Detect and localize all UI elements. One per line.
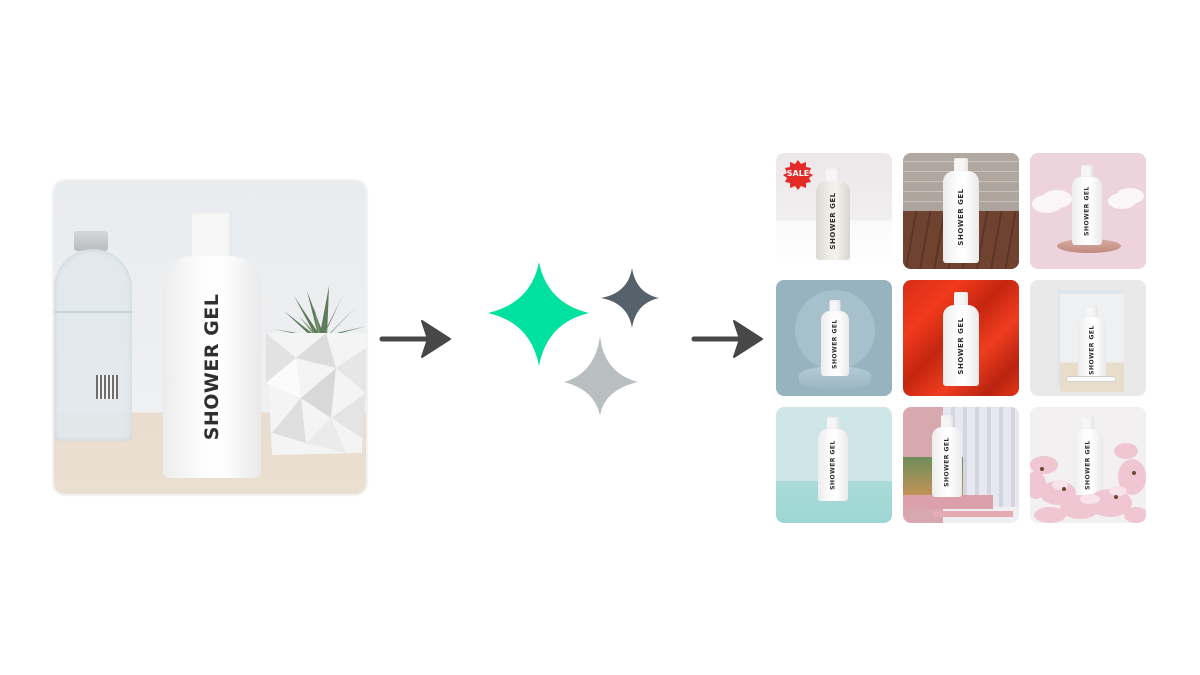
bottle-label: SHOWER GEL	[201, 293, 223, 441]
shower-gel-bottle: SHOWER GEL	[821, 300, 849, 376]
sale-badge: SALE	[783, 160, 813, 190]
shower-gel-bottle: SHOWER GEL	[818, 417, 848, 501]
shower-gel-bottle: SHOWER GEL	[1073, 417, 1103, 501]
shower-gel-bottle: SHOWER GEL	[163, 212, 261, 478]
arrow-right-icon	[379, 320, 451, 358]
arrow-right-icon	[691, 320, 763, 358]
generated-image-tile[interactable]: SHOWER GEL	[1030, 407, 1146, 523]
input-product-photo: SHOWER GEL	[54, 181, 366, 494]
search-bar	[1066, 376, 1116, 382]
generated-image-tile[interactable]: SALE SHOWER GEL	[776, 153, 892, 269]
shower-gel-bottle: SHOWER GEL	[932, 415, 962, 497]
barcode-icon	[96, 375, 118, 399]
generated-image-tile[interactable]: SHOWER GEL	[1030, 280, 1146, 396]
shower-gel-bottle: SHOWER GEL	[943, 292, 979, 386]
generated-images-grid: SALE SHOWER GEL SHOWER GEL SHOWER GEL	[776, 153, 1146, 523]
generated-image-tile[interactable]: SHOWER GEL	[1030, 153, 1146, 269]
generated-image-tile[interactable]: SHOWER GEL	[903, 407, 1019, 523]
shower-gel-bottle: SHOWER GEL	[943, 158, 979, 263]
generated-image-tile[interactable]: SHOWER GEL	[776, 280, 892, 396]
flowers	[1030, 443, 1146, 523]
generated-image-tile[interactable]: SHOWER GEL	[903, 153, 1019, 269]
generated-image-tile[interactable]: SHOWER GEL	[776, 407, 892, 523]
sparkles-icon	[488, 262, 659, 416]
shower-gel-bottle: SHOWER GEL	[816, 168, 850, 260]
shower-gel-bottle: SHOWER GEL	[1078, 306, 1106, 382]
glass-bottle	[54, 231, 132, 441]
geometric-pot	[266, 333, 366, 458]
shower-gel-bottle: SHOWER GEL	[1072, 165, 1102, 245]
generated-image-tile[interactable]: SHOWER GEL	[903, 280, 1019, 396]
succulent-plant	[269, 281, 366, 341]
